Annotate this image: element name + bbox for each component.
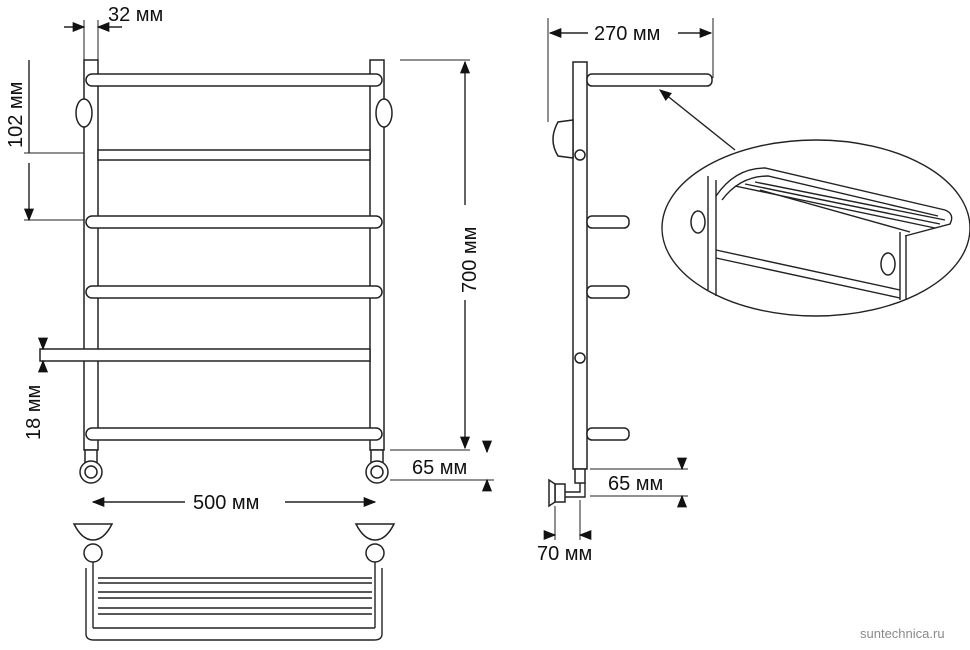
rung [85, 73, 383, 87]
dim-shelf-depth: 270 мм [547, 18, 714, 122]
label-center-distance: 500 мм [193, 492, 259, 514]
rung [85, 427, 383, 441]
dim-center-distance: 500 мм [91, 492, 377, 514]
label-rung-thickness: 18 мм [23, 385, 45, 440]
dim-rung-spacing: 102 мм [5, 60, 84, 222]
rung [85, 285, 383, 299]
side-view: 270 мм 65 мм 70 мм [537, 18, 714, 565]
side-rung [586, 427, 630, 441]
side-rung [586, 215, 630, 229]
bottom-view-shelf [72, 523, 396, 641]
detail-ellipse [661, 139, 970, 317]
wall-bracket-right [375, 98, 393, 128]
label-connection-offset-front: 65 мм [412, 457, 467, 479]
label-shelf-depth: 270 мм [594, 23, 660, 45]
watermark: suntechnica.ru [860, 626, 945, 641]
dim-height: 700 мм [390, 59, 481, 451]
label-connection-offset-side: 65 мм [608, 473, 663, 495]
label-rung-spacing: 102 мм [5, 82, 27, 148]
detail-perspective [690, 167, 953, 300]
label-tube-diameter: 32 мм [108, 4, 163, 26]
side-upright [572, 61, 588, 470]
wall-bracket-left [75, 98, 93, 128]
dim-wall-offset: 70 мм [537, 500, 592, 565]
front-view: 32 мм 102 мм 18 мм 700 мм [5, 4, 494, 641]
label-height: 700 мм [459, 227, 481, 293]
fitting-right [365, 449, 389, 484]
rungs [39, 73, 383, 441]
side-rung [586, 285, 630, 299]
side-fitting [548, 468, 586, 508]
side-shelf-arm [586, 73, 713, 87]
dim-connection-offset-front: 65 мм [390, 440, 494, 492]
rung [97, 149, 371, 161]
fitting-left [79, 449, 103, 484]
dim-connection-offset-side: 65 мм [590, 457, 688, 508]
dim-tube-diameter: 32 мм [64, 4, 163, 60]
label-wall-offset: 70 мм [537, 543, 592, 565]
rung [39, 348, 371, 362]
side-wall-bracket [552, 119, 574, 159]
detail-callout [659, 89, 970, 317]
dim-rung-thickness: 18 мм [23, 337, 49, 440]
rung [85, 215, 383, 229]
